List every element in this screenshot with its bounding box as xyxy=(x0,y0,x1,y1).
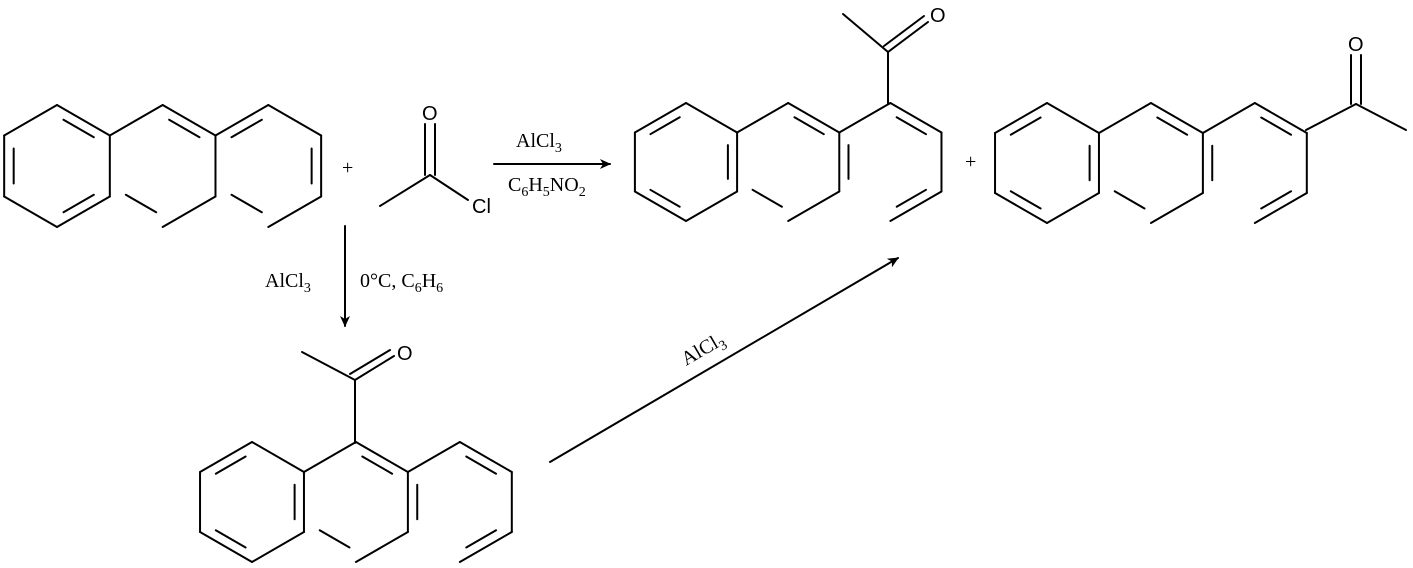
reaction-arrow-rearrangement: AlCl3 xyxy=(549,257,899,463)
reaction-arrow-nitrobenzene: AlCl3 C6H5NO2 xyxy=(493,130,611,200)
catalyst-label-left: AlCl3 xyxy=(265,270,311,296)
acetyl-chloride-molecule: O Cl xyxy=(379,103,491,218)
oxygen-label: O xyxy=(397,343,413,365)
catalyst-label-diagonal: AlCl3 xyxy=(678,328,731,373)
chlorine-label: Cl xyxy=(472,196,491,218)
anthracene-molecule xyxy=(3,104,323,228)
9-acetylanthracene-molecule: O xyxy=(199,343,513,563)
plus-sign-1: + xyxy=(342,157,353,179)
oxygen-label: O xyxy=(930,5,946,27)
oxygen-label: O xyxy=(1348,34,1364,56)
solvent-label-nitrobenzene: C6H5NO2 xyxy=(508,174,586,200)
solvent-label-benzene: 0°C, C6H6 xyxy=(360,270,443,296)
plus-sign-2: + xyxy=(965,151,976,173)
catalyst-label-top: AlCl3 xyxy=(516,130,562,156)
1-acetylanthracene-molecule: O xyxy=(633,5,946,222)
2-acetylanthracene-molecule: O xyxy=(994,34,1407,224)
reaction-arrow-benzene: AlCl3 0°C, C6H6 xyxy=(265,225,443,327)
oxygen-label: O xyxy=(422,103,438,125)
